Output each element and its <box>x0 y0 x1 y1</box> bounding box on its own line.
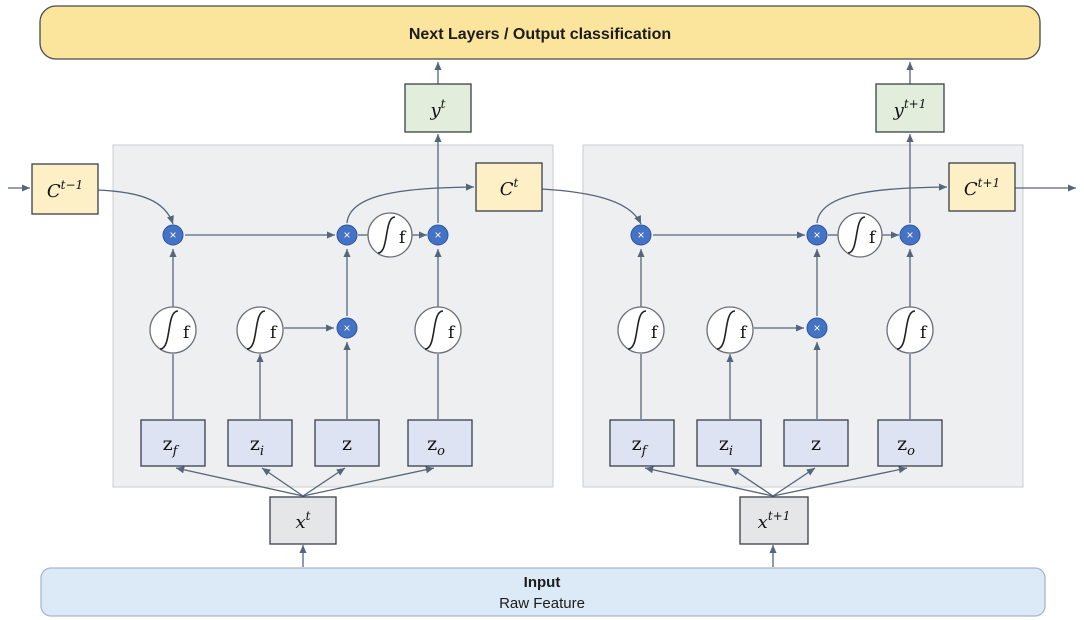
cell-state-prev: Ct−1 <box>31 163 99 215</box>
cell-state-next: Ct+1 <box>948 162 1016 212</box>
svg-text:zf: zf <box>632 433 649 459</box>
input-vector-2: xt+1 <box>739 496 809 545</box>
input-layer-title: Input <box>524 574 561 591</box>
svg-text:z: z <box>342 433 352 455</box>
svg-text:f: f <box>869 228 877 248</box>
svg-text:f: f <box>651 323 659 343</box>
svg-text:×: × <box>637 228 644 242</box>
input-gate-input-2: zi <box>696 419 762 467</box>
output-layer-label: Next Layers / Output classification <box>409 26 671 43</box>
forget-multiply-node-1: × <box>162 224 184 246</box>
svg-text:f: f <box>183 323 191 343</box>
state-activation-2: f <box>837 212 883 258</box>
candidate-input-1: z <box>314 419 380 467</box>
output-activation-1: f <box>414 306 462 354</box>
hidden-output-2: yt+1 <box>875 83 945 133</box>
input-activation-2: f <box>706 306 754 354</box>
svg-text:zi: zi <box>250 433 264 459</box>
svg-text:z: z <box>811 433 821 455</box>
svg-text:yt: yt <box>430 97 446 121</box>
svg-text:×: × <box>813 228 820 242</box>
output-multiply-node-1: × <box>427 224 449 246</box>
svg-text:Ct: Ct <box>500 176 519 200</box>
svg-text:zo: zo <box>897 433 915 459</box>
forget-activation-2: f <box>617 306 665 354</box>
svg-text:zi: zi <box>719 433 733 459</box>
svg-text:×: × <box>169 228 176 242</box>
svg-text:zf: zf <box>163 433 180 459</box>
cell-state-current: Ct <box>475 162 543 212</box>
input-layer-subtitle: Raw Feature <box>499 595 585 612</box>
forget-gate-input-2: zf <box>609 419 675 467</box>
candidate-multiply-node-2: × <box>806 317 828 339</box>
output-activation-2: f <box>886 306 934 354</box>
svg-text:×: × <box>343 228 350 242</box>
candidate-input-2: z <box>783 419 849 467</box>
svg-text:yt+1: yt+1 <box>893 97 927 121</box>
input-activation-1: f <box>236 306 284 354</box>
svg-text:f: f <box>399 228 407 248</box>
svg-text:×: × <box>434 228 441 242</box>
svg-text:Ct+1: Ct+1 <box>964 176 1000 200</box>
svg-text:xt: xt <box>296 509 311 533</box>
forget-multiply-node-2: × <box>630 224 652 246</box>
svg-text:f: f <box>920 323 928 343</box>
svg-text:zo: zo <box>427 433 445 459</box>
svg-text:×: × <box>906 228 913 242</box>
forget-gate-input-1: zf <box>140 419 206 467</box>
input-layer-bar: Input Raw Feature <box>40 567 1046 617</box>
output-multiply-node-2: × <box>899 224 921 246</box>
state-multiply-node-1: × <box>336 224 358 246</box>
svg-text:xt+1: xt+1 <box>758 509 791 533</box>
svg-text:f: f <box>448 323 456 343</box>
output-layer-bar: Next Layers / Output classification <box>39 5 1041 60</box>
hidden-output-1: yt <box>404 83 472 133</box>
svg-text:f: f <box>740 323 748 343</box>
state-activation-1: f <box>367 212 413 258</box>
output-gate-input-2: zo <box>877 419 943 467</box>
state-multiply-node-2: × <box>806 224 828 246</box>
candidate-multiply-node-1: × <box>336 317 358 339</box>
svg-text:f: f <box>270 323 278 343</box>
svg-text:×: × <box>813 321 820 335</box>
forget-activation-1: f <box>149 306 197 354</box>
svg-text:Ct−1: Ct−1 <box>47 178 83 202</box>
svg-text:×: × <box>343 321 350 335</box>
input-gate-input-1: zi <box>227 419 293 467</box>
cell-2-edges <box>541 62 1076 567</box>
output-gate-input-1: zo <box>407 419 473 467</box>
cell-1-edges <box>8 62 475 567</box>
input-vector-1: xt <box>269 496 337 545</box>
